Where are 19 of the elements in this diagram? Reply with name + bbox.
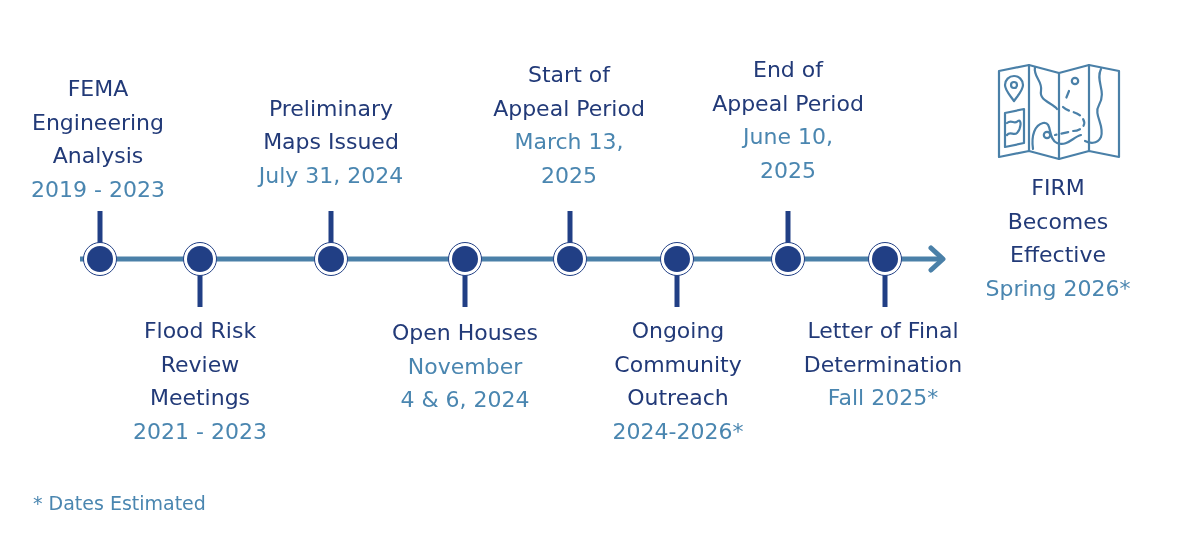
milestone-date: Spring 2026* — [985, 274, 1131, 303]
milestone-date: 2019 - 2023 — [31, 175, 165, 204]
milestone-date: March 13, 2025 — [514, 128, 624, 190]
milestone-title: Letter of Final Determination — [803, 317, 963, 379]
milestone-title: Ongoing Community Outreach — [614, 317, 742, 412]
milestone-date: June 10, 2025 — [743, 123, 833, 185]
milestone-title: Preliminary Maps Issued — [263, 94, 399, 156]
milestone-title: Open Houses — [391, 319, 539, 347]
milestone-date: 2024-2026* — [612, 417, 744, 446]
milestone-title: Start of Appeal Period — [493, 61, 645, 123]
milestone-title: FIRM Becomes Effective — [1007, 174, 1109, 269]
milestone-title: End of Appeal Period — [712, 56, 864, 118]
milestone-title: FEMA Engineering Analysis — [32, 75, 164, 170]
milestone-date: July 31, 2024 — [258, 161, 404, 190]
milestone-date: November 4 & 6, 2024 — [400, 352, 530, 414]
milestone-date: 2021 - 2023 — [133, 417, 267, 446]
milestone-date: Fall 2025* — [827, 384, 939, 412]
footnote: * Dates Estimated — [33, 491, 206, 515]
milestone-title: Flood Risk Review Meetings — [143, 317, 257, 412]
